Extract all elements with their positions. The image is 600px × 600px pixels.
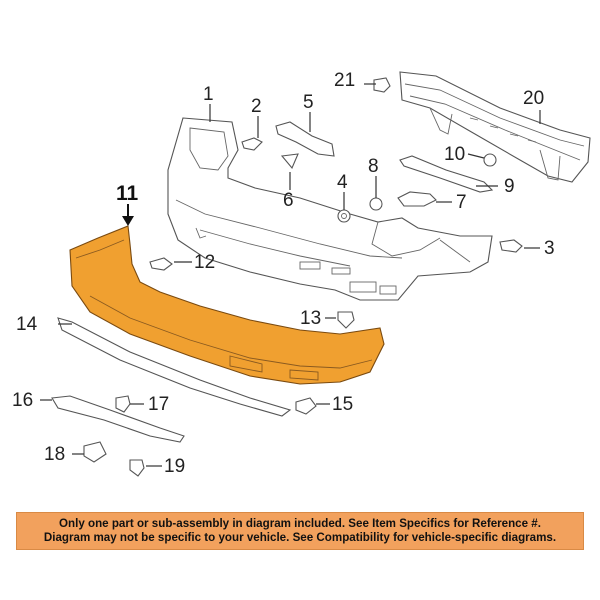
callout-12: 12 [194,252,215,273]
valance-14 [57,317,292,417]
callout-8: 8 [368,156,379,177]
bumper-cover-11 [69,225,385,385]
callout-13: 13 [300,308,321,329]
callout-11: 11 [116,182,139,205]
callout-20: 20 [523,88,544,109]
clip-6 [280,153,299,170]
callout-9: 9 [504,176,515,197]
retainer-18 [83,441,107,463]
callout-14: 14 [16,314,38,335]
callout-7: 7 [456,192,467,213]
bolt-3 [499,239,523,253]
nut-10 [483,153,497,167]
reinforcement-beam [399,71,591,183]
bracket-9 [399,155,494,193]
callout-3: 3 [544,238,555,259]
bolt-12 [149,257,173,271]
nut-4 [337,209,351,223]
callout-10: 10 [444,144,465,165]
bolt-17 [115,395,131,413]
callout-15: 15 [332,394,353,415]
callout-17: 17 [148,394,169,415]
bracket-7 [397,191,437,207]
bolt-19 [129,459,145,477]
callout-2: 2 [251,96,262,117]
disclaimer-line-1: Only one part or sub-assembly in diagram… [59,516,541,530]
leader-lines [40,83,541,467]
bracket-5 [275,121,335,157]
bolt-21 [373,77,391,93]
rear-body-panel [167,117,493,301]
callout-1: 1 [203,84,214,105]
disclaimer-line-2: Diagram may not be specific to your vehi… [43,531,557,544]
callout-6: 6 [283,190,294,211]
disclaimer-banner: Only one part or sub-assembly in diagram… [16,512,584,550]
callout-21: 21 [334,70,355,91]
bolt-8 [369,197,383,211]
clip-15 [295,397,317,415]
callout-5: 5 [303,92,314,113]
bracket-16 [51,395,185,443]
callout-16: 16 [12,390,33,411]
callout-labels: 1 2 5 21 20 10 8 9 4 6 7 3 11 12 13 14 1… [12,70,555,477]
callout-19: 19 [164,456,185,477]
bolt-2 [241,137,263,151]
callout-18: 18 [44,444,65,465]
clip-13 [337,311,355,329]
callout-4: 4 [337,172,348,193]
